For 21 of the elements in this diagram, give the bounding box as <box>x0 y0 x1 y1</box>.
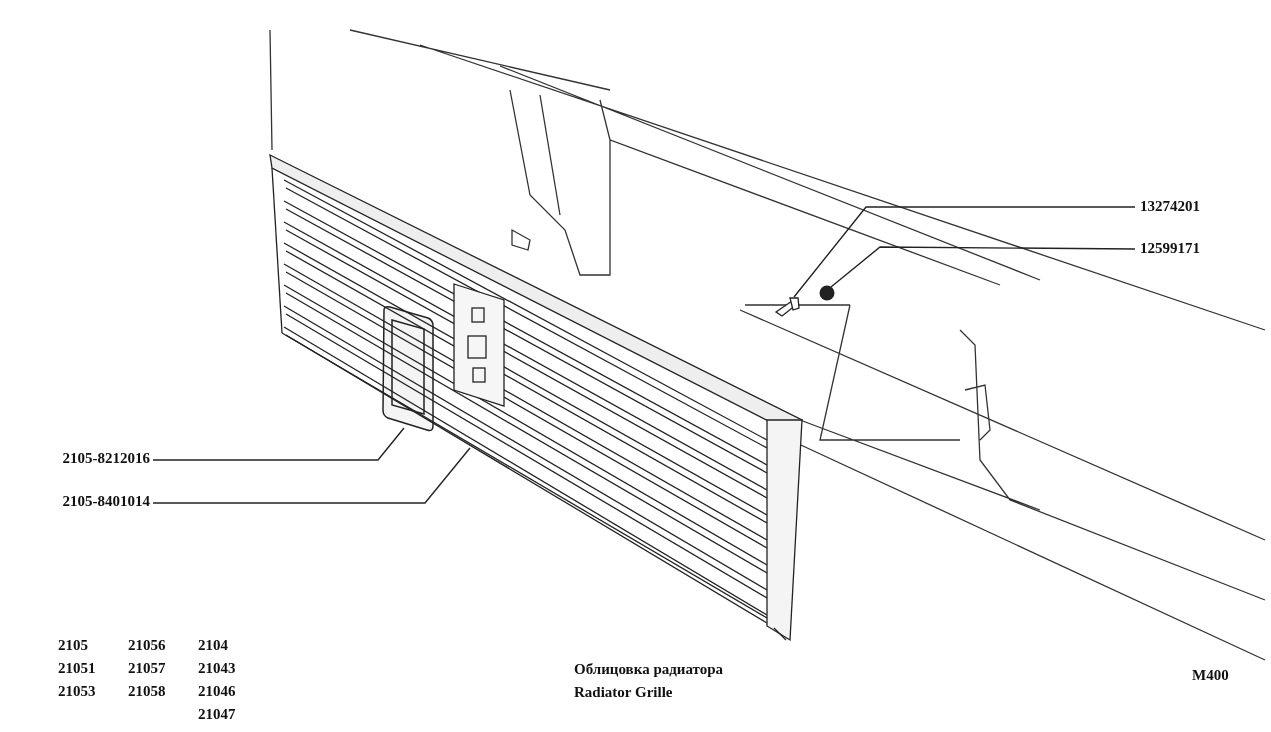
model-number: 21046 <box>198 683 236 700</box>
model-number: 2105 <box>58 637 88 654</box>
part-number: 2105-8401014 <box>8 493 150 510</box>
diagram-title: Облицовка радиатора <box>574 661 724 678</box>
model-number: 21043 <box>198 660 236 677</box>
page-code: M400 <box>1192 667 1229 684</box>
model-number: 21051 <box>58 660 96 677</box>
model-number: 21057 <box>128 660 166 677</box>
leader-line <box>830 246 1136 288</box>
model-number: 21058 <box>128 683 166 700</box>
leader-line <box>793 206 1136 298</box>
part-number: 12599171 <box>1140 240 1250 257</box>
model-number: 21056 <box>128 637 166 654</box>
model-number: 2104 <box>198 637 228 654</box>
part-number: 13274201 <box>1140 198 1250 215</box>
model-number: 21047 <box>198 706 236 723</box>
part-number: 2105-8212016 <box>8 450 150 467</box>
diagram-caption: Radiator Grille <box>574 684 673 701</box>
model-number: 21053 <box>58 683 96 700</box>
leader-line <box>152 427 405 461</box>
leader-line <box>152 447 471 504</box>
